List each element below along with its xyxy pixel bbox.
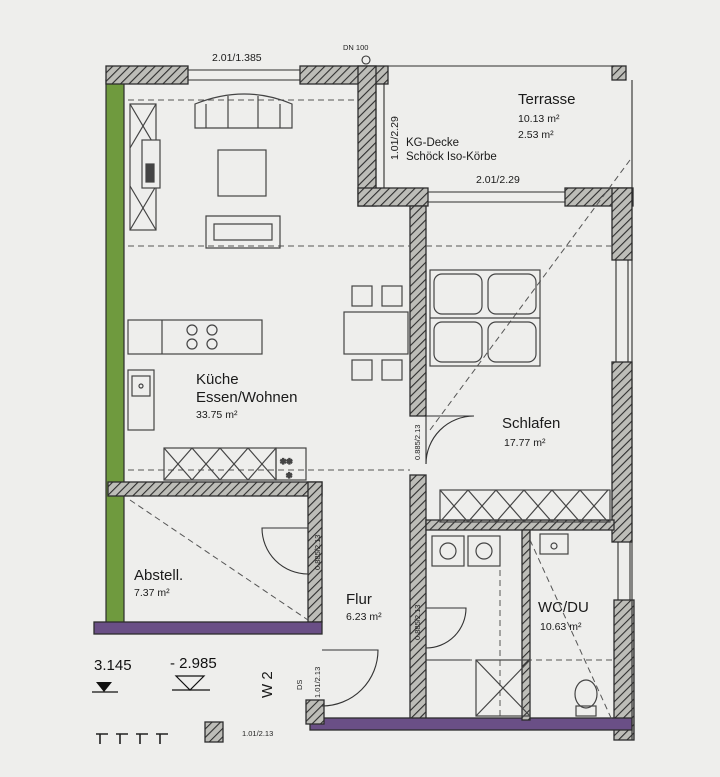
kitchen-counter [127, 319, 263, 355]
exterior-wall-left-green [105, 79, 125, 626]
note-ds: DS [295, 680, 304, 690]
dim-dn: DN 100 [343, 43, 368, 52]
washing-machine-icon [431, 535, 465, 567]
room-flur-name: Flur [346, 591, 372, 608]
walls [93, 65, 635, 743]
level-right: - 2.985 [170, 655, 217, 672]
dryer-icon [467, 535, 501, 567]
bottom-ticks [96, 733, 176, 744]
door-kueche-schlafen [425, 415, 475, 465]
svg-text:✱✱: ✱✱ [280, 457, 293, 466]
room-kueche-name1: Küche [196, 371, 239, 388]
room-flur-area: 6.23 m² [346, 611, 382, 623]
dim-bottom: 1.01/2.13 [242, 729, 273, 738]
room-terrasse-name: Terrasse [518, 91, 576, 108]
room-abstell-area: 7.37 m² [134, 587, 170, 599]
room-schlafen-name: Schlafen [502, 415, 560, 432]
dining-table [343, 311, 409, 355]
dashed-lines [128, 99, 631, 721]
door-abstell [261, 527, 309, 575]
armchair [205, 215, 281, 249]
dim-abstell-door: 0.885/2.13 [313, 535, 322, 570]
dim-side-window: 1.01/2.29 [389, 116, 401, 160]
doors [261, 415, 475, 707]
dim-kitchen-door: 0.885/2.13 [413, 425, 422, 460]
room-terrasse-area1: 10.13 m² [518, 113, 560, 125]
room-abstell-name: Abstell. [134, 567, 183, 584]
level-left-marker-icon [96, 682, 112, 692]
level-right-marker-icon [174, 675, 206, 691]
shower-tray [475, 659, 531, 717]
room-terrasse-area2: 2.53 m² [518, 129, 554, 141]
sofa-top [194, 93, 293, 129]
toilet-icon [574, 679, 598, 717]
wardrobe [439, 489, 611, 523]
door-entrance [321, 649, 379, 707]
level-left: 3.145 [94, 657, 132, 674]
dim-flur-door: 0.885/2.13 [413, 605, 422, 640]
room-kueche-name2: Essen/Wohnen [196, 389, 297, 406]
svg-text:✱: ✱ [286, 471, 293, 480]
window-lines [188, 65, 633, 740]
room-schlafen-area: 17.77 m² [504, 437, 546, 449]
furniture: ✱✱ ✱ [127, 93, 611, 717]
sink [127, 369, 155, 431]
room-wc-area: 10.63 m² [540, 621, 582, 633]
dim-top-opening: 2.01/1.385 [212, 52, 262, 64]
room-wc-name: WC/DU [538, 599, 589, 616]
note-schoeck: Schöck Iso-Körbe [406, 151, 497, 163]
dim-entrance-door: 1.01/2.13 [313, 667, 322, 698]
room-kueche-area: 33.75 m² [196, 409, 238, 421]
note-w2: W 2 [259, 671, 276, 698]
dim-terrace-opening: 2.01/2.29 [476, 174, 520, 186]
coffee-table [217, 149, 267, 197]
door-flur-bath [425, 607, 467, 649]
beds [429, 269, 541, 367]
note-kg-decke: KG-Decke [406, 137, 459, 149]
drain-pipe-icon [361, 55, 371, 65]
washbasin [539, 533, 569, 555]
